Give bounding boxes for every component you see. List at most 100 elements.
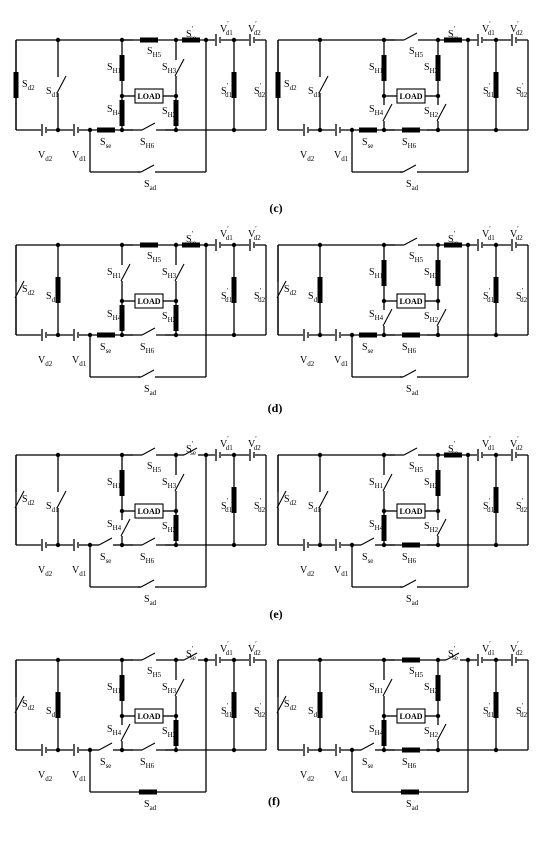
junction-dot <box>119 657 125 663</box>
sh6-label: SH6 <box>140 552 155 565</box>
sd1-p-switch <box>493 277 499 303</box>
sh6-switch <box>402 542 420 548</box>
sh1-switch <box>382 473 393 492</box>
sh4-label: SH4 <box>369 309 384 322</box>
battery-vd2 <box>303 124 309 136</box>
sd1-p-switch <box>493 72 499 98</box>
caption-3: (f) <box>268 794 280 808</box>
junction-dot <box>119 542 125 548</box>
load-box <box>396 88 426 104</box>
sse-p-label: S′se <box>186 645 196 662</box>
sse-switch <box>359 332 377 338</box>
junction-dot <box>119 452 125 458</box>
sse-switch <box>360 537 375 546</box>
vd1-label: Vd1 <box>334 770 349 783</box>
junction-dot <box>119 508 125 514</box>
sd1-p-label: S′d1 <box>221 702 233 719</box>
sd1-label: Sd1 <box>46 86 59 99</box>
sh1-label: SH1 <box>107 62 122 75</box>
sh5-switch <box>140 37 158 43</box>
battery-vd2 <box>41 744 47 756</box>
sh2-label: SH2 <box>162 106 177 119</box>
sh4-switch <box>381 720 387 746</box>
sse-switch <box>97 127 115 133</box>
sd2-label: Sd2 <box>284 699 297 712</box>
sh5-switch <box>140 242 158 248</box>
sse-label: Sse <box>100 757 111 770</box>
sh1-switch <box>119 470 125 496</box>
junction-dot <box>493 37 499 43</box>
sh3-switch <box>174 678 185 697</box>
junction-dot <box>493 332 499 338</box>
junction-dot <box>173 242 179 248</box>
junction-dot <box>87 747 93 753</box>
vd2-label: Vd2 <box>38 355 53 368</box>
sh1-label: SH1 <box>369 682 384 695</box>
sh5-switch <box>403 447 418 456</box>
sh3-label: SH3 <box>162 682 177 695</box>
junction-dot <box>173 657 179 663</box>
vd2-p-label: V′d2 <box>248 20 261 37</box>
sh2-switch <box>173 515 179 541</box>
junction-dot <box>465 452 471 458</box>
sd1-p-switch <box>493 692 499 718</box>
sad-switch <box>401 789 419 795</box>
sad-switch <box>139 789 157 795</box>
load-box <box>134 708 164 724</box>
junction-dot <box>493 242 499 248</box>
sd2-switch <box>14 490 25 509</box>
battery-vd2-prime <box>511 239 517 251</box>
sh4-label: SH4 <box>369 724 384 737</box>
sh6-label: SH6 <box>140 757 155 770</box>
sd2-label: Sd2 <box>22 79 35 92</box>
sh6-switch <box>141 537 156 546</box>
vd1-p-label: V′d1 <box>220 20 233 37</box>
sd2-switch <box>14 280 25 299</box>
sh6-switch <box>141 742 156 751</box>
junction-dot <box>119 332 125 338</box>
junction-dot <box>203 37 209 43</box>
sh4-label: SH4 <box>369 104 384 117</box>
sh2-switch <box>436 723 447 742</box>
sd2-p-label: S′d2 <box>516 287 528 304</box>
junction-dot <box>381 452 387 458</box>
sd2-p-label: S′d2 <box>254 287 266 304</box>
sh1-switch <box>120 263 131 282</box>
junction-dot <box>55 37 61 43</box>
sse-switch <box>359 127 377 133</box>
sh4-label: SH4 <box>107 309 122 322</box>
sad-switch <box>402 579 417 588</box>
sh2-label: SH2 <box>424 311 439 324</box>
junction-dot <box>349 127 355 133</box>
vd2-p-label: V′d2 <box>248 225 261 242</box>
junction-dot <box>173 713 179 719</box>
junction-dot <box>87 332 93 338</box>
sh1-label: SH1 <box>369 62 384 75</box>
sse-switch <box>360 742 375 751</box>
sd2-switch <box>276 490 287 509</box>
junction-dot <box>55 332 61 338</box>
sd1-switch <box>55 692 61 718</box>
sse-p-switch <box>444 242 462 248</box>
sd1-p-label: S′d1 <box>483 702 495 719</box>
sd1-p-label: S′d1 <box>221 82 233 99</box>
sh2-switch <box>436 103 447 122</box>
sad-label: Sad <box>406 384 419 397</box>
sad-switch <box>140 579 155 588</box>
sse-label: Sse <box>362 342 373 355</box>
sh1-label: SH1 <box>369 477 384 490</box>
load-box <box>134 88 164 104</box>
battery-vd1-prime <box>477 239 483 251</box>
sh6-label: SH6 <box>402 342 417 355</box>
battery-vd1 <box>73 744 79 756</box>
sd2-p-label: S′d2 <box>516 497 528 514</box>
sad-label: Sad <box>144 799 157 812</box>
sh2-label: SH2 <box>162 726 177 739</box>
sd2-p-label: S′d2 <box>516 82 528 99</box>
sh3-label: SH3 <box>424 62 439 75</box>
battery-vd2-prime <box>511 449 517 461</box>
sh2-label: SH2 <box>424 726 439 739</box>
load-label: LOAD <box>399 712 422 721</box>
sd2-label: Sd2 <box>284 79 297 92</box>
